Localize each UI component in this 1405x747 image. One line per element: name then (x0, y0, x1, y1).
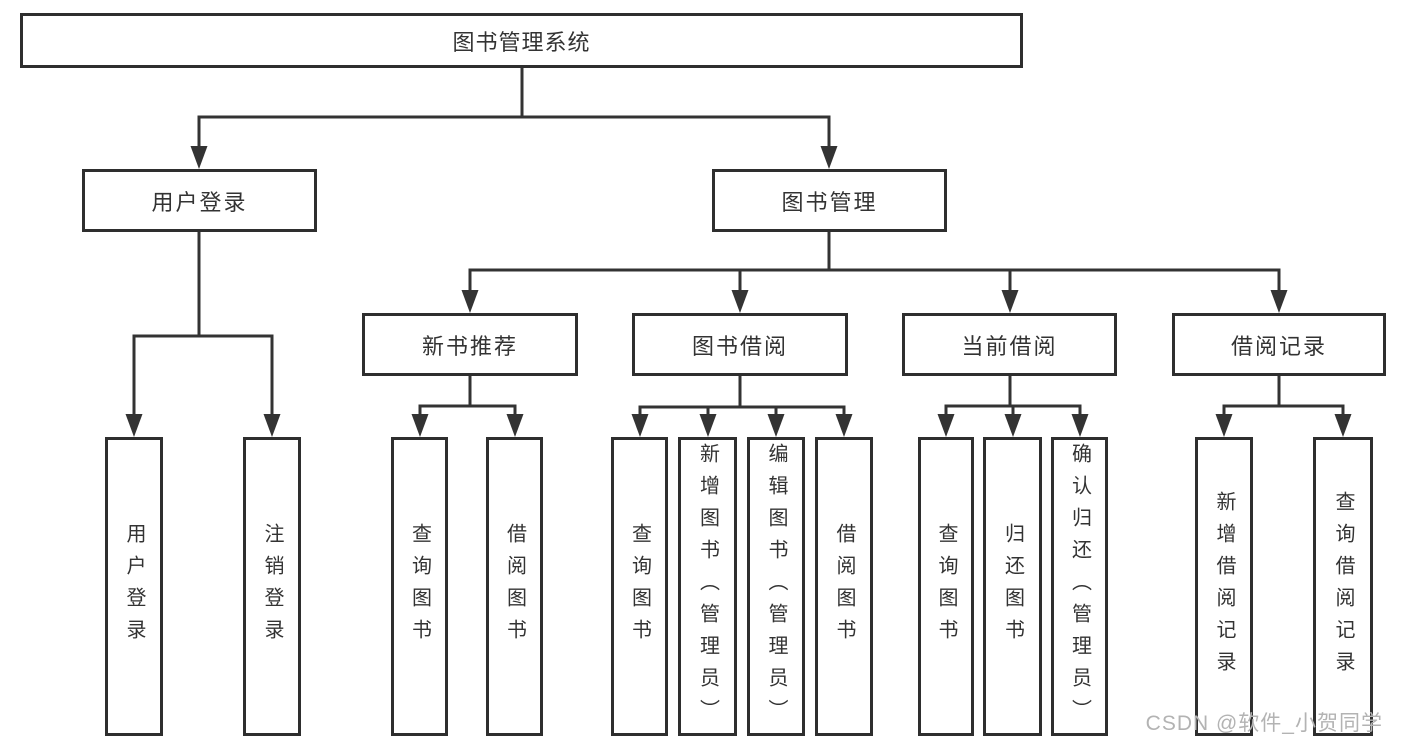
leaf-query-books-current: 查询图书 (918, 437, 974, 736)
leaf-edit-book-admin: 编辑图书（管理员） (747, 437, 805, 736)
node-new-book-recommend: 新书推荐 (362, 313, 578, 376)
node-book-management: 图书管理 (712, 169, 947, 232)
node-book-borrow: 图书借阅 (632, 313, 848, 376)
leaf-add-book-admin: 新增图书（管理员） (678, 437, 737, 736)
leaf-query-borrow-record: 查询借阅记录 (1313, 437, 1373, 736)
node-borrow-records: 借阅记录 (1172, 313, 1386, 376)
leaf-borrow-books-recommend: 借阅图书 (486, 437, 543, 736)
leaf-user-login: 用户登录 (105, 437, 163, 736)
node-library-system: 图书管理系统 (20, 13, 1023, 68)
leaf-add-borrow-record: 新增借阅记录 (1195, 437, 1253, 736)
leaf-borrow-books: 借阅图书 (815, 437, 873, 736)
csdn-watermark: CSDN @软件_小贺同学 (1145, 712, 1383, 735)
leaf-confirm-return-admin: 确认归还（管理员） (1051, 437, 1108, 736)
leaf-query-books-borrow: 查询图书 (611, 437, 668, 736)
node-current-borrow: 当前借阅 (902, 313, 1117, 376)
leaf-return-book: 归还图书 (983, 437, 1042, 736)
node-user-login: 用户登录 (82, 169, 317, 232)
leaf-query-books-recommend: 查询图书 (391, 437, 448, 736)
leaf-logout: 注销登录 (243, 437, 301, 736)
